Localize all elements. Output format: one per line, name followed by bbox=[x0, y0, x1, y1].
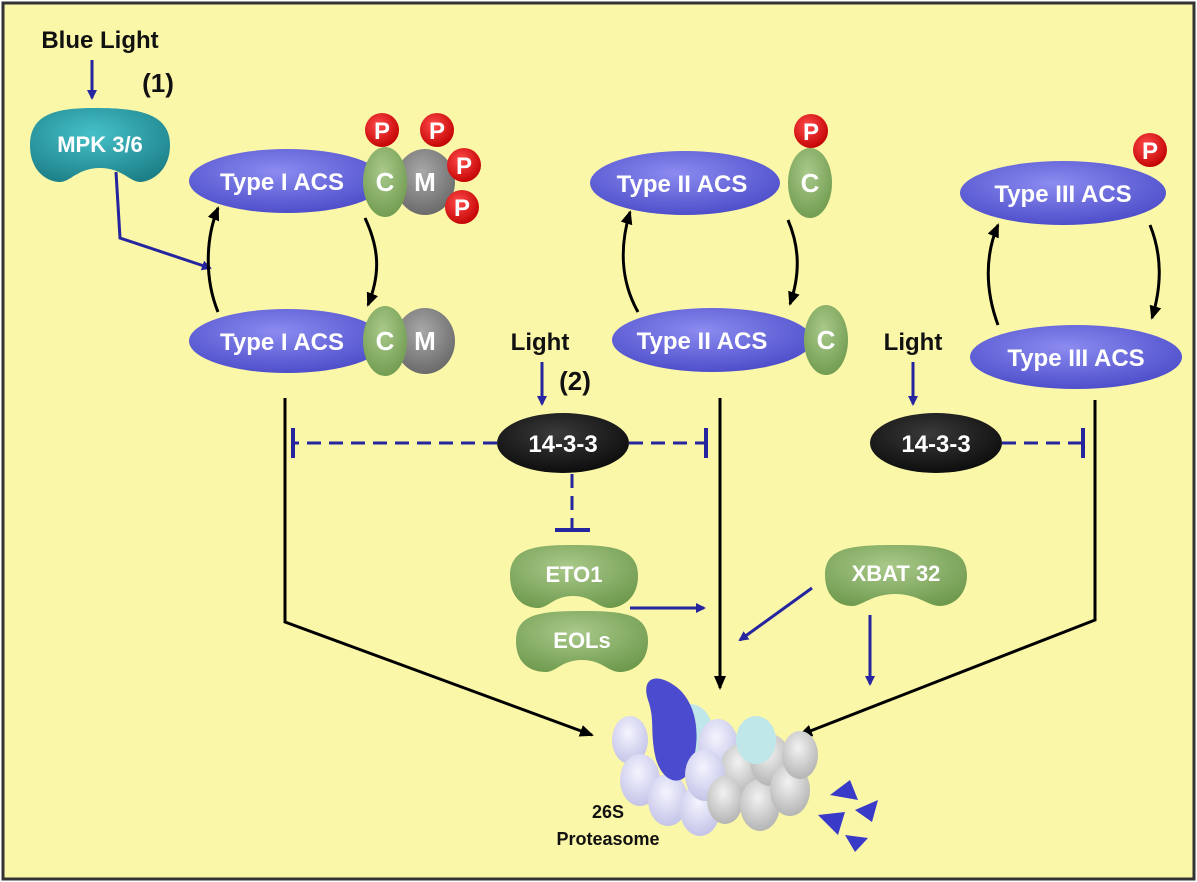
type1-top-c-domain bbox=[363, 147, 407, 217]
type1-bottom-m-label: M bbox=[414, 326, 436, 356]
type3-acs-bottom-body bbox=[970, 325, 1182, 389]
type2-phospho: P bbox=[794, 114, 828, 148]
type2-top-c-label: C bbox=[801, 168, 820, 198]
type1-bottom-c-domain bbox=[363, 306, 407, 376]
type3-acs-top-label: Type III ACS bbox=[994, 181, 1131, 208]
mpk-to-acs-arrow bbox=[114, 171, 212, 271]
svg-text:P: P bbox=[1142, 138, 1158, 165]
eols-shape bbox=[516, 611, 648, 672]
eols-protein: EOLs bbox=[516, 611, 648, 672]
mpk-label: MPK 3/6 bbox=[57, 132, 143, 157]
svg-text:P: P bbox=[456, 153, 472, 180]
protein-14-3-3-right-shape bbox=[870, 413, 1002, 473]
proteasome-label-line1: 26S bbox=[592, 802, 624, 822]
type1-bottom-c-label: C bbox=[376, 326, 395, 356]
eto1-shape bbox=[510, 545, 638, 608]
type1-phospho-4: P bbox=[445, 190, 479, 224]
type2-acs-bottom: Type II ACS C bbox=[612, 305, 848, 375]
protein-14-3-3-center-label: 14-3-3 bbox=[528, 431, 597, 458]
eols-label: EOLs bbox=[553, 628, 610, 653]
type3-down-arrow bbox=[1148, 224, 1162, 320]
type3-acs-bottom-label: Type III ACS bbox=[1007, 345, 1144, 372]
type2-bottom-c-domain bbox=[804, 305, 848, 375]
xbat32-label: XBAT 32 bbox=[852, 561, 941, 586]
type2-bottom-c-label: C bbox=[817, 325, 836, 355]
type3-phospho: P bbox=[1133, 133, 1167, 167]
mpk-shape bbox=[30, 108, 170, 182]
type2-top-c-domain bbox=[788, 148, 832, 218]
svg-text:P: P bbox=[429, 118, 445, 145]
type2-acs-bottom-body bbox=[612, 308, 812, 372]
type2-acs-bottom-label: Type II ACS bbox=[637, 328, 768, 355]
xbat32-protein: XBAT 32 bbox=[825, 545, 967, 606]
proteasome-cap bbox=[646, 678, 697, 781]
light-label-right: Light bbox=[884, 329, 943, 356]
svg-text:P: P bbox=[803, 119, 819, 146]
type1-acs-bottom-label: Type I ACS bbox=[220, 329, 344, 356]
type1-acs-top-label: Type I ACS bbox=[220, 169, 344, 196]
protein-14-3-3-center-shape bbox=[497, 413, 629, 473]
type2-acs-top-body bbox=[590, 151, 780, 215]
type2-down-arrow bbox=[786, 219, 800, 306]
proteasome-graphic bbox=[612, 678, 878, 852]
mpk-kinase: MPK 3/6 bbox=[30, 108, 170, 182]
type1-acs-top-body bbox=[189, 149, 385, 213]
xbat32-to-type2-arrow bbox=[738, 586, 813, 642]
type2-acs-top: Type II ACS C P bbox=[590, 114, 832, 218]
type1-degradation-arrow bbox=[283, 398, 594, 737]
type1-top-m-label: M bbox=[414, 167, 436, 197]
xbat32-shape bbox=[825, 545, 967, 606]
type1-down-arrow bbox=[363, 217, 379, 307]
mechanism-1-label: (1) bbox=[142, 68, 174, 98]
blue-light-label: Blue Light bbox=[41, 27, 158, 54]
svg-text:P: P bbox=[374, 118, 390, 145]
type3-acs-top-body bbox=[960, 161, 1166, 225]
type1-phospho-1: P bbox=[365, 113, 399, 147]
light-label-center: Light bbox=[511, 329, 570, 356]
type1-up-arrow bbox=[206, 206, 220, 313]
type1-acs-bottom: Type I ACS M C bbox=[189, 306, 455, 376]
mechanism-2-label: (2) bbox=[559, 366, 591, 396]
protein-14-3-3-right-label: 14-3-3 bbox=[901, 431, 970, 458]
type3-degradation-arrow bbox=[798, 400, 1097, 737]
proteasome-label-line2: Proteasome bbox=[556, 829, 659, 849]
type1-acs-top: Type I ACS M C P P P P bbox=[189, 113, 481, 224]
type1-top-m-domain bbox=[395, 149, 455, 215]
type2-acs-top-label: Type II ACS bbox=[617, 171, 748, 198]
type3-up-arrow bbox=[986, 223, 1000, 326]
type1-bottom-m-domain bbox=[395, 308, 455, 374]
type2-up-arrow bbox=[620, 210, 640, 313]
type3-acs-bottom: Type III ACS bbox=[970, 325, 1182, 389]
type1-top-c-label: C bbox=[376, 167, 395, 197]
protein-14-3-3-center: 14-3-3 bbox=[497, 413, 629, 473]
type1-acs-bottom-body bbox=[189, 309, 385, 373]
svg-text:P: P bbox=[454, 195, 470, 222]
type3-acs-top: Type III ACS P bbox=[960, 133, 1167, 225]
protein-14-3-3-right: 14-3-3 bbox=[870, 413, 1002, 473]
eto1-protein: ETO1 bbox=[510, 545, 638, 608]
eto1-label: ETO1 bbox=[545, 562, 602, 587]
type1-phospho-3: P bbox=[447, 148, 481, 182]
type1-phospho-2: P bbox=[420, 113, 454, 147]
